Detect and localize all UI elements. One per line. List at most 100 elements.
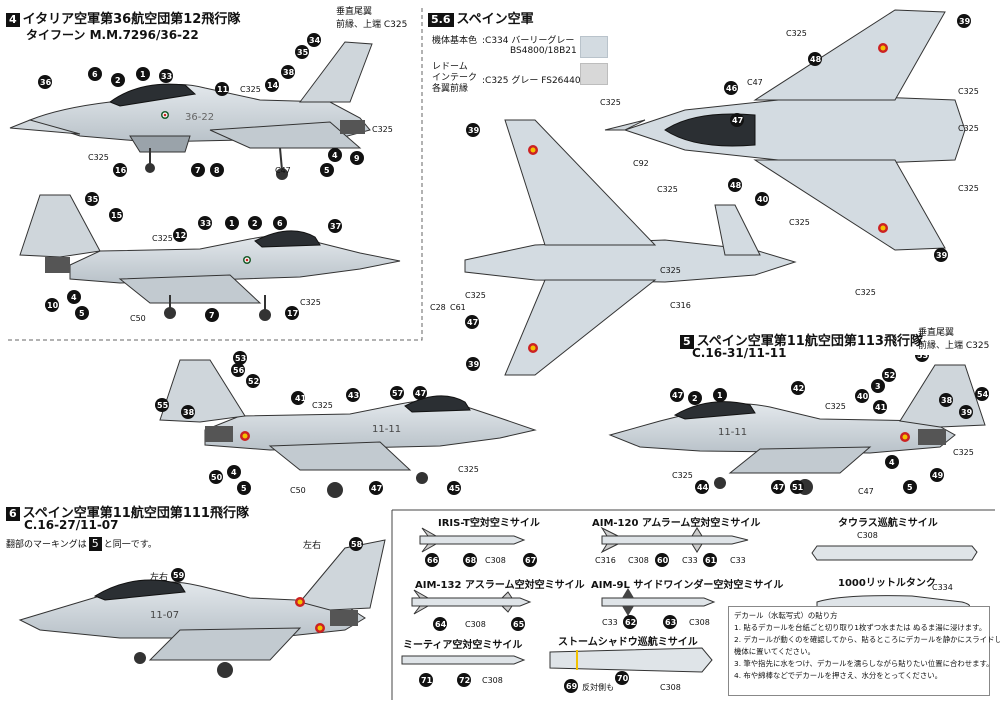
svg-text:66: 66	[427, 556, 439, 565]
weapon-taurus-label: タウラス巡航ミサイル	[838, 518, 938, 529]
code-c334-a: C334	[932, 583, 953, 592]
decal-instruction-2b: 機体に置いてください。	[734, 647, 815, 656]
svg-text:42: 42	[793, 384, 804, 393]
svg-text:1: 1	[140, 70, 146, 79]
code-c61-a: C61	[450, 303, 466, 312]
section5-fin-note1: 垂直尾翼	[918, 328, 955, 338]
missile-storm-shadow	[549, 647, 713, 673]
svg-text:38: 38	[283, 68, 295, 77]
svg-text:12: 12	[175, 231, 186, 240]
section4-fin-note1: 垂直尾翼	[336, 7, 373, 17]
svg-text:47: 47	[672, 391, 683, 400]
svg-text:33: 33	[161, 72, 172, 81]
tail-code-1107: 11-07	[150, 610, 179, 621]
code-c308-f: C308	[482, 676, 503, 685]
missile-meteor	[401, 655, 526, 665]
code-c325-a: C325	[240, 85, 261, 94]
svg-text:5: 5	[241, 484, 247, 493]
code-c325-n: C325	[660, 266, 681, 275]
svg-text:6: 6	[92, 70, 98, 79]
label-reverse-side: 反対側も	[582, 682, 614, 692]
svg-text:2: 2	[115, 76, 121, 85]
legend-radome-label: レドーム インテーク 各翼前縁	[432, 62, 478, 94]
code-c325-c: C325	[372, 125, 393, 134]
missile-taurus	[811, 545, 978, 561]
missile-iris-t	[419, 527, 526, 553]
code-c50-a: C50	[130, 314, 146, 323]
code-c308-a: C308	[485, 556, 506, 565]
weapon-tank-label: 1000リットルタンク	[838, 578, 936, 589]
code-c308-b: C308	[628, 556, 649, 565]
svg-text:39: 39	[936, 251, 948, 260]
code-c308-e: C308	[689, 618, 710, 627]
section6-number: 6	[6, 507, 20, 521]
missile-aim132	[411, 589, 532, 615]
svg-text:5: 5	[79, 309, 85, 318]
svg-text:5: 5	[324, 166, 330, 175]
svg-text:38: 38	[941, 396, 953, 405]
tail-code-1111: 11-11	[372, 424, 401, 435]
code-c50-b: C50	[290, 486, 306, 495]
svg-text:35: 35	[297, 48, 309, 57]
code-c325-f: C325	[786, 29, 807, 38]
svg-text:1: 1	[229, 219, 235, 228]
svg-text:4: 4	[332, 151, 338, 160]
svg-text:9: 9	[354, 154, 360, 163]
code-c308-g: C308	[660, 683, 681, 692]
code-c325-r: C325	[825, 402, 846, 411]
code-c325-m: C325	[657, 185, 678, 194]
svg-text:46: 46	[726, 84, 738, 93]
decal-instructions-box: デカール（水転写式）の貼り方 1. 貼るデカールを台紙ごと切り取り1枚ずつ水また…	[728, 606, 1000, 696]
svg-text:52: 52	[248, 377, 259, 386]
svg-text:39: 39	[961, 408, 973, 417]
aircraft-s5-right: 11-11 47 2 1 42 53 52 3 54 40 41 38 39 4…	[608, 355, 989, 496]
svg-text:1: 1	[717, 391, 723, 400]
aircraft-s5-left: 11-11 53 56 52 55 41 38 43 57 47 50 4 5 …	[155, 351, 537, 498]
legend-base-code: :C334 バーリーグレー	[482, 36, 575, 46]
section4-subtitle: タイフーン M.M.7296/36-22	[26, 28, 199, 42]
section56-number: 5.6	[428, 13, 454, 27]
code-c47-b: C47	[747, 78, 763, 87]
svg-text:67: 67	[525, 556, 536, 565]
svg-text:34: 34	[309, 36, 321, 45]
svg-text:7: 7	[209, 311, 215, 320]
svg-text:70: 70	[617, 674, 629, 683]
planform-bottom	[464, 119, 797, 376]
section5-fin-note2: 前縁、上端 C325	[918, 341, 990, 351]
svg-text:39: 39	[468, 126, 480, 135]
planform-top	[604, 9, 966, 251]
svg-text:7: 7	[195, 166, 201, 175]
svg-text:53: 53	[917, 355, 928, 360]
svg-text:39: 39	[468, 360, 480, 369]
code-c325-l: C325	[600, 98, 621, 107]
svg-text:2: 2	[692, 394, 698, 403]
svg-text:50: 50	[211, 473, 223, 482]
code-c92-a: C92	[633, 159, 649, 168]
svg-text:62: 62	[625, 618, 636, 627]
svg-text:37: 37	[330, 222, 341, 231]
code-c308-c: C308	[857, 531, 878, 540]
code-c325-j: C325	[789, 218, 810, 227]
svg-text:60: 60	[657, 556, 669, 565]
decal-instruction-3: 3. 筆や指先に水をつけ、デカールを濡らしながら貼りたい位置に合わせます。	[734, 659, 994, 668]
section5-subtitle: C.16-31/11-11	[692, 346, 787, 360]
svg-text:33: 33	[200, 219, 211, 228]
svg-text:36: 36	[40, 78, 52, 87]
svg-text:6: 6	[277, 219, 283, 228]
svg-text:55: 55	[157, 401, 169, 410]
weapon-iris-label: IRIS-T空対空ミサイル	[438, 518, 540, 529]
svg-text:44: 44	[697, 483, 709, 492]
swatch-grey-26440	[580, 63, 608, 85]
section4-fin-note2: 前縁、上端 C325	[336, 20, 408, 30]
svg-text:49: 49	[932, 471, 944, 480]
code-c325-t: C325	[953, 448, 974, 457]
section4-number: 4	[6, 13, 20, 27]
svg-text:72: 72	[459, 676, 470, 685]
missile-aim9	[601, 588, 716, 616]
weapon-aim132-label: AIM-132 アスラーム空対空ミサイル	[415, 580, 585, 591]
tail-code-3622: 36-22	[185, 112, 214, 123]
code-c316-b: C316	[595, 556, 616, 565]
